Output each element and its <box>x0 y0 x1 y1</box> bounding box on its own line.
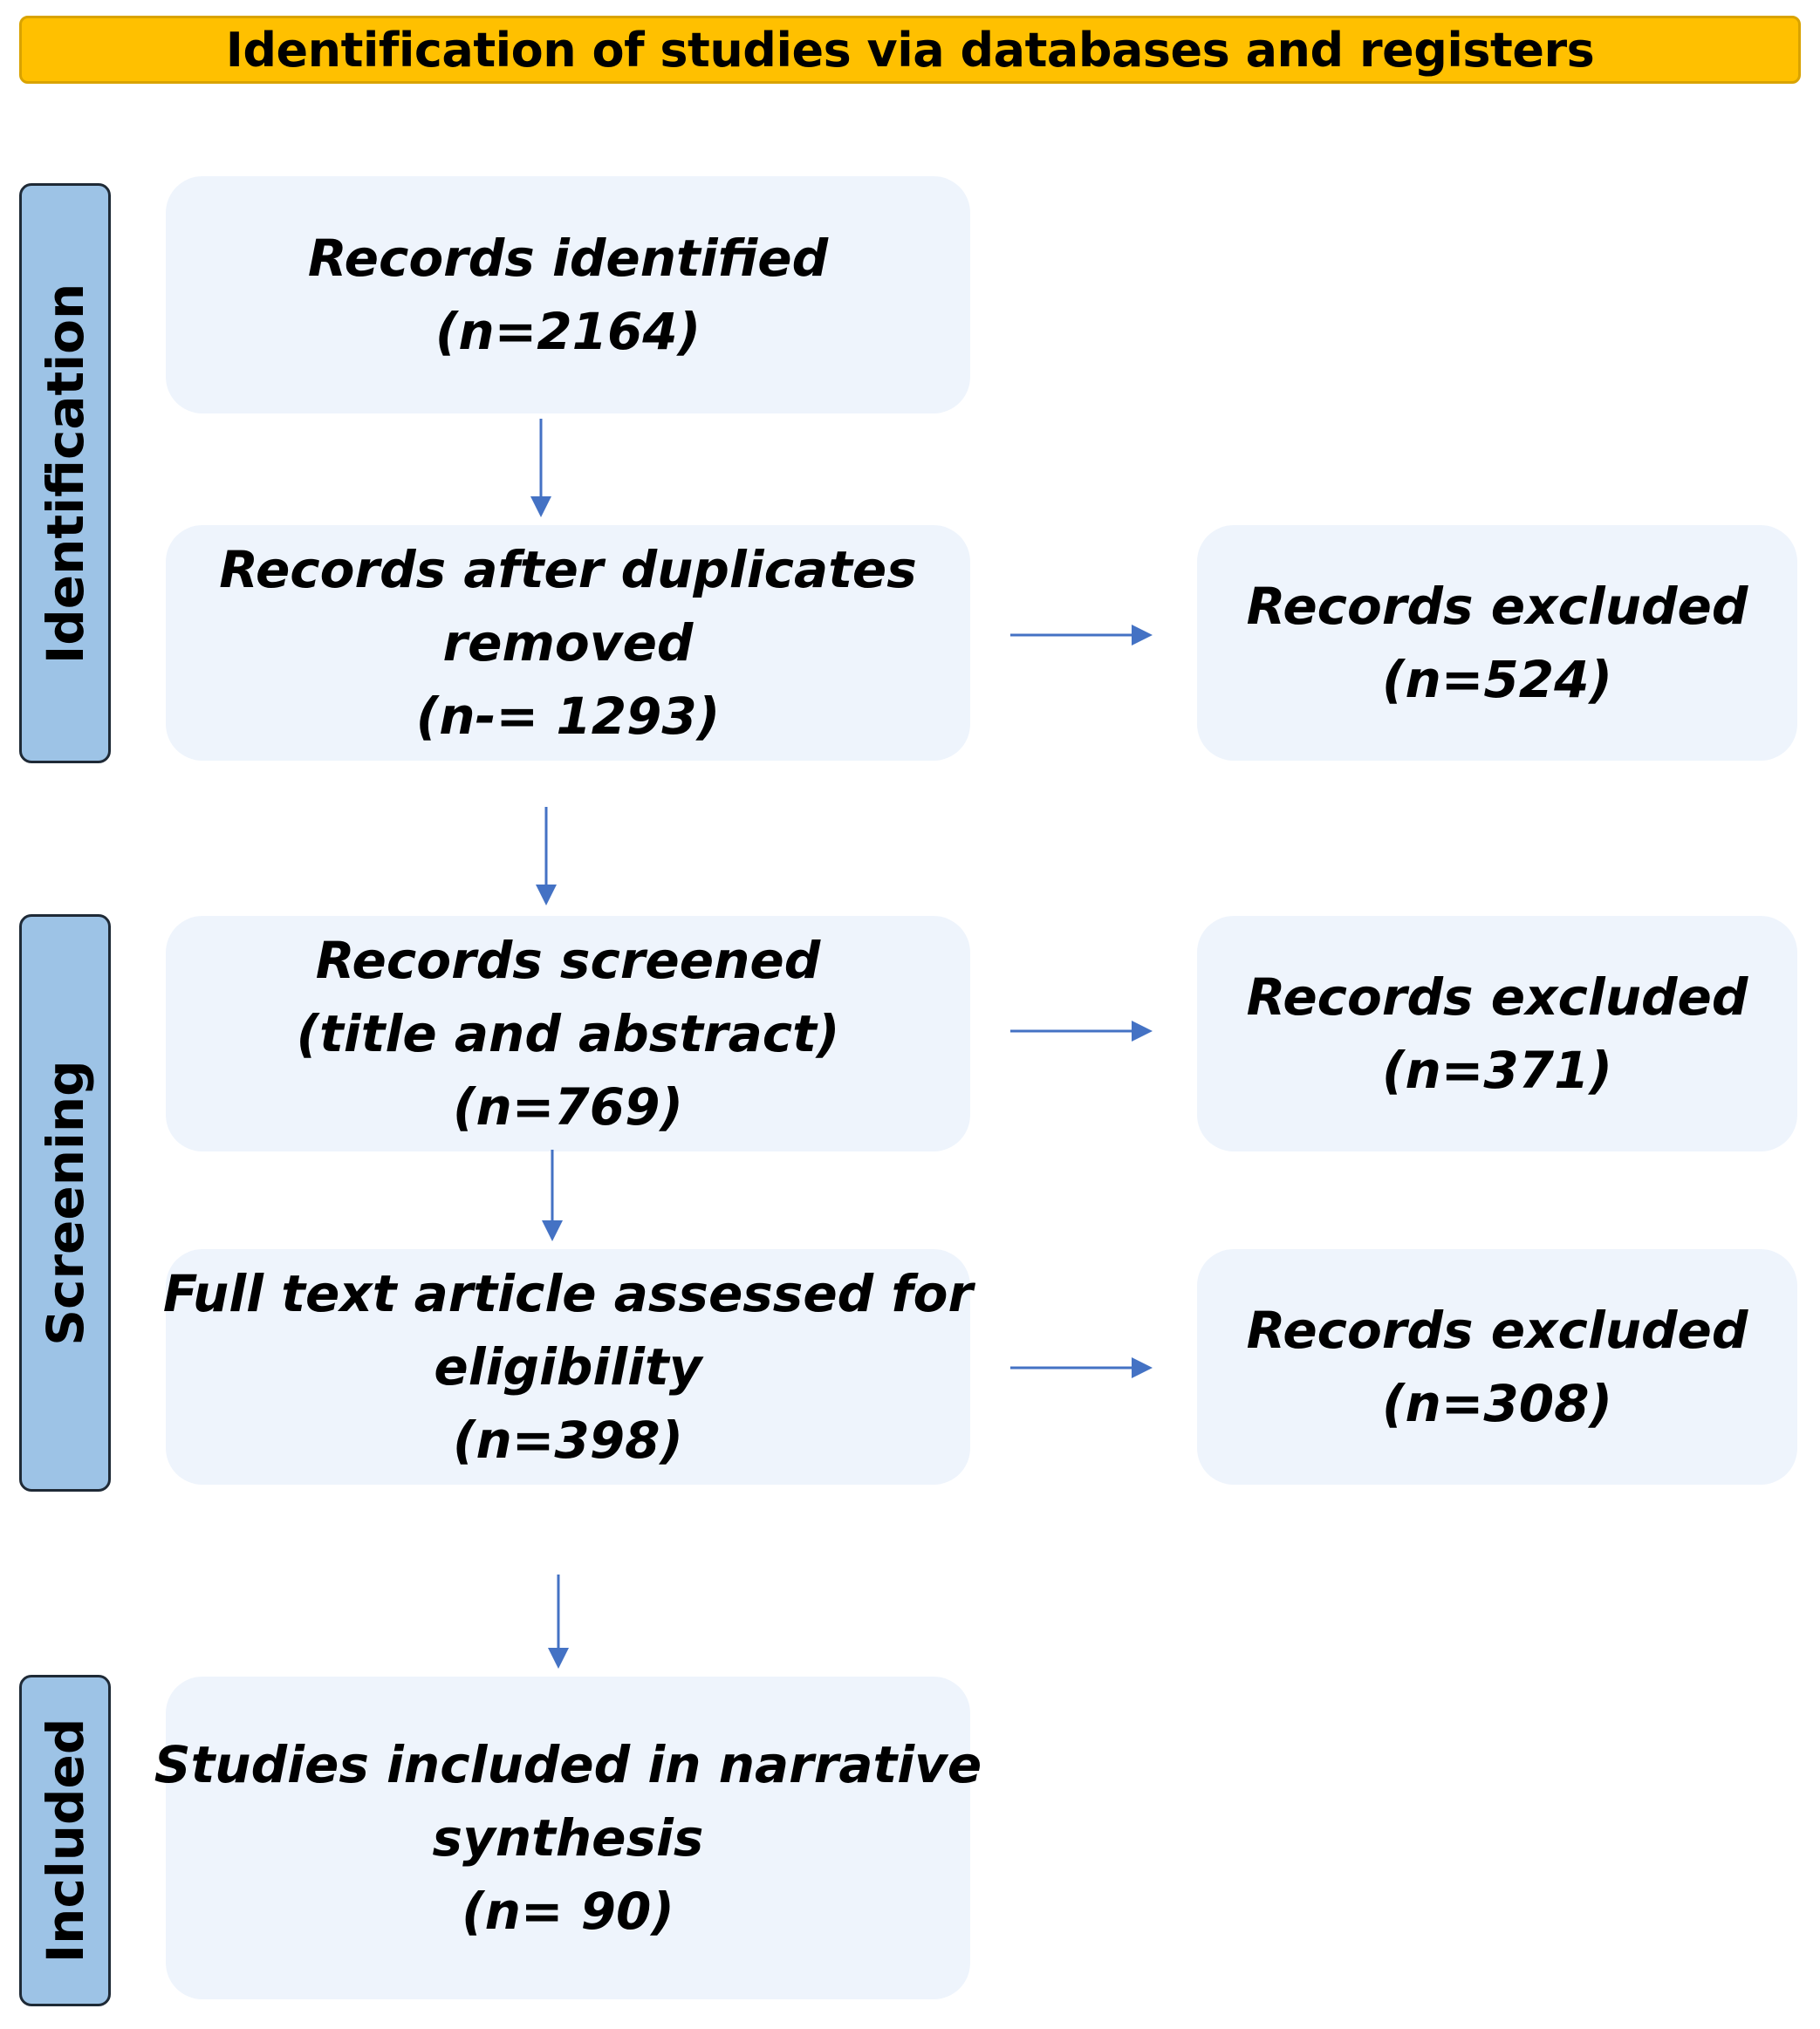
records-deduplicated-label-2: removed <box>442 613 694 673</box>
records-identified-label: Records identified <box>307 229 829 288</box>
studies-included-label: Studies included in narrative <box>154 1735 982 1794</box>
records-identified-box: Records identified (n=2164) <box>166 176 970 413</box>
stage-screening: Screening <box>19 914 111 1492</box>
records-deduplicated-box: Records after duplicates removed (n-= 12… <box>166 525 970 761</box>
records-excluded-label-1: Records excluded <box>1246 577 1748 636</box>
stage-identification: Identification <box>19 183 111 763</box>
section-header: Identification of studies via databases … <box>19 16 1801 84</box>
records-deduplicated-label: Records after duplicates <box>219 540 917 599</box>
records-deduplicated-count: (n-= 1293) <box>415 687 721 746</box>
records-screened-box: Records screened (title and abstract) (n… <box>166 916 970 1151</box>
records-screened-label-2: (title and abstract) <box>296 1004 840 1063</box>
records-screened-count: (n=769) <box>453 1077 683 1137</box>
fulltext-assessed-label-2: eligibility <box>434 1337 702 1397</box>
fulltext-assessed-count: (n=398) <box>453 1411 683 1470</box>
records-excluded-box-3: Records excluded (n=308) <box>1197 1249 1797 1485</box>
records-excluded-box-1: Records excluded (n=524) <box>1197 525 1797 761</box>
records-screened-label: Records screened <box>315 931 821 990</box>
records-excluded-count-2: (n=371) <box>1382 1041 1612 1100</box>
section-header-title: Identification of studies via databases … <box>225 22 1595 78</box>
records-excluded-count-3: (n=308) <box>1382 1374 1612 1433</box>
fulltext-assessed-box: Full text article assessed for eligibili… <box>162 1249 974 1485</box>
studies-included-box: Studies included in narrative synthesis … <box>154 1677 982 1999</box>
records-excluded-box-2: Records excluded (n=371) <box>1197 916 1797 1151</box>
studies-included-count: (n= 90) <box>462 1882 674 1941</box>
studies-included-label-2: synthesis <box>432 1808 704 1868</box>
records-excluded-label-2: Records excluded <box>1246 967 1748 1027</box>
stage-included: Included <box>19 1675 111 2006</box>
records-excluded-count-1: (n=524) <box>1382 650 1612 709</box>
records-identified-count: (n=2164) <box>434 302 701 361</box>
fulltext-assessed-label: Full text article assessed for <box>162 1264 974 1323</box>
records-excluded-label-3: Records excluded <box>1246 1301 1748 1360</box>
